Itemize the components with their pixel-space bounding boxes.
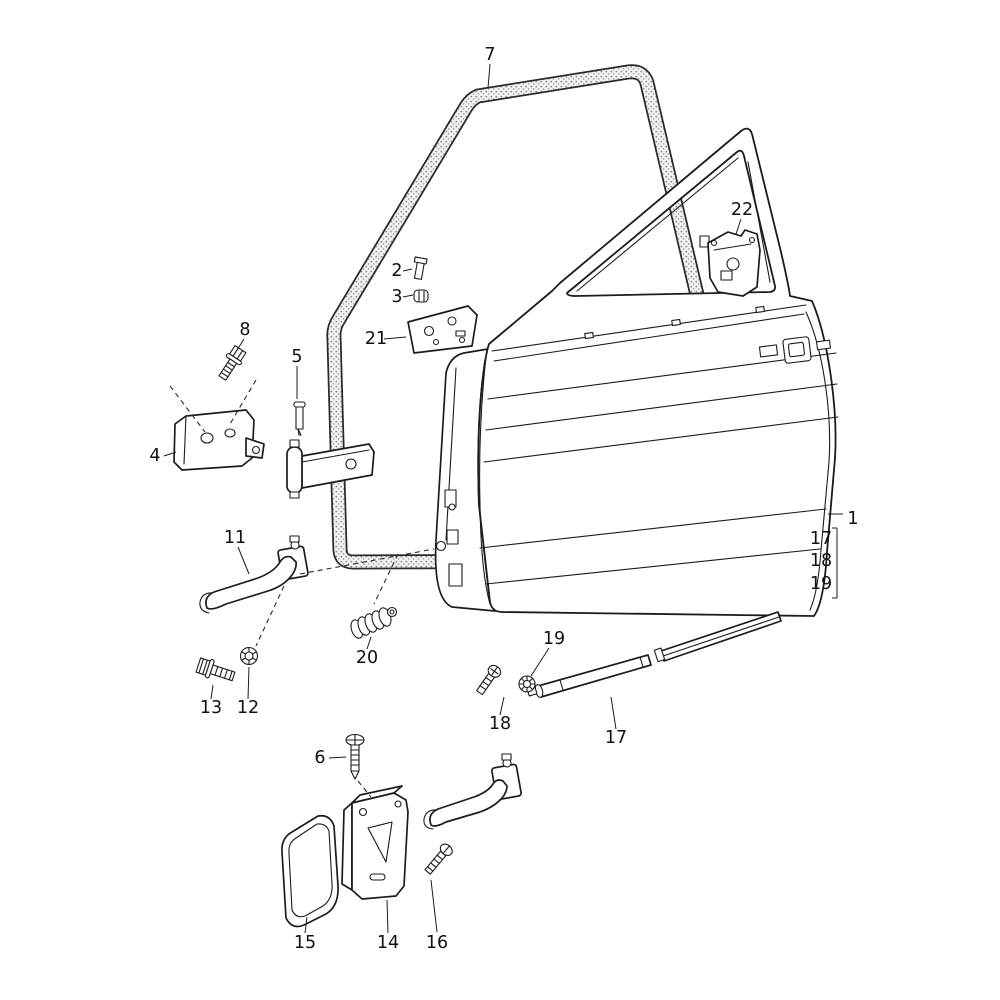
- mounting-plate: [407, 305, 478, 354]
- hex-bolt-13: [195, 657, 236, 682]
- callout-19b: 19: [810, 574, 832, 594]
- check-strap-lower: [423, 753, 522, 830]
- gasket: [281, 814, 339, 928]
- callout-5: 5: [291, 347, 302, 367]
- lock-washer-12: [239, 646, 259, 666]
- assembly-guides: [169, 379, 435, 798]
- grommet: [413, 289, 429, 303]
- spring: [350, 606, 398, 639]
- leader-lines: [163, 63, 843, 934]
- callout-7: 7: [484, 45, 495, 65]
- lock-washer-19: [518, 675, 536, 693]
- callout-20: 20: [356, 648, 378, 668]
- callout-3: 3: [391, 287, 402, 307]
- hinge-screw: [218, 345, 247, 381]
- door-panel: [477, 127, 839, 617]
- callout-13: 13: [200, 698, 222, 718]
- door-hinge: [286, 439, 375, 499]
- callout-1: 1: [847, 509, 858, 529]
- callout-8: 8: [239, 320, 250, 340]
- hinge-pin: [293, 401, 306, 436]
- check-strap-upper: [199, 535, 309, 614]
- callout-17b: 17: [810, 529, 832, 549]
- callout-2: 2: [391, 261, 402, 281]
- door-brake-bar-front: [526, 654, 652, 698]
- check-bracket: [341, 785, 409, 900]
- callout-14: 14: [377, 933, 399, 953]
- callout-22: 22: [731, 200, 753, 220]
- check-strap-hole: [435, 540, 447, 552]
- door-outline: [477, 127, 837, 617]
- hinge-bracket: [173, 409, 265, 471]
- callouts: 7 22 2 3 21 8 5 4 11 13 12 20 19 18 17 1…: [149, 45, 858, 953]
- screw-16: [424, 843, 453, 875]
- callout-17: 17: [605, 728, 627, 748]
- screw-6: [345, 733, 365, 780]
- window-frame: [576, 157, 739, 292]
- callout-21: 21: [365, 329, 387, 349]
- stop-pin: [413, 256, 428, 280]
- callout-19: 19: [543, 629, 565, 649]
- callout-15: 15: [294, 933, 316, 953]
- screw-18: [476, 664, 502, 696]
- door-brake-bar-rear: [653, 611, 782, 663]
- lock-actuator: [699, 229, 761, 297]
- callout-12: 12: [237, 698, 259, 718]
- callout-18: 18: [489, 714, 511, 734]
- callout-6: 6: [314, 748, 325, 768]
- callout-11: 11: [224, 528, 246, 548]
- door-inner-shell: [434, 348, 496, 612]
- callout-18b: 18: [810, 551, 832, 571]
- callout-16: 16: [426, 933, 448, 953]
- door-handle: [758, 336, 831, 364]
- callout-4: 4: [149, 446, 160, 466]
